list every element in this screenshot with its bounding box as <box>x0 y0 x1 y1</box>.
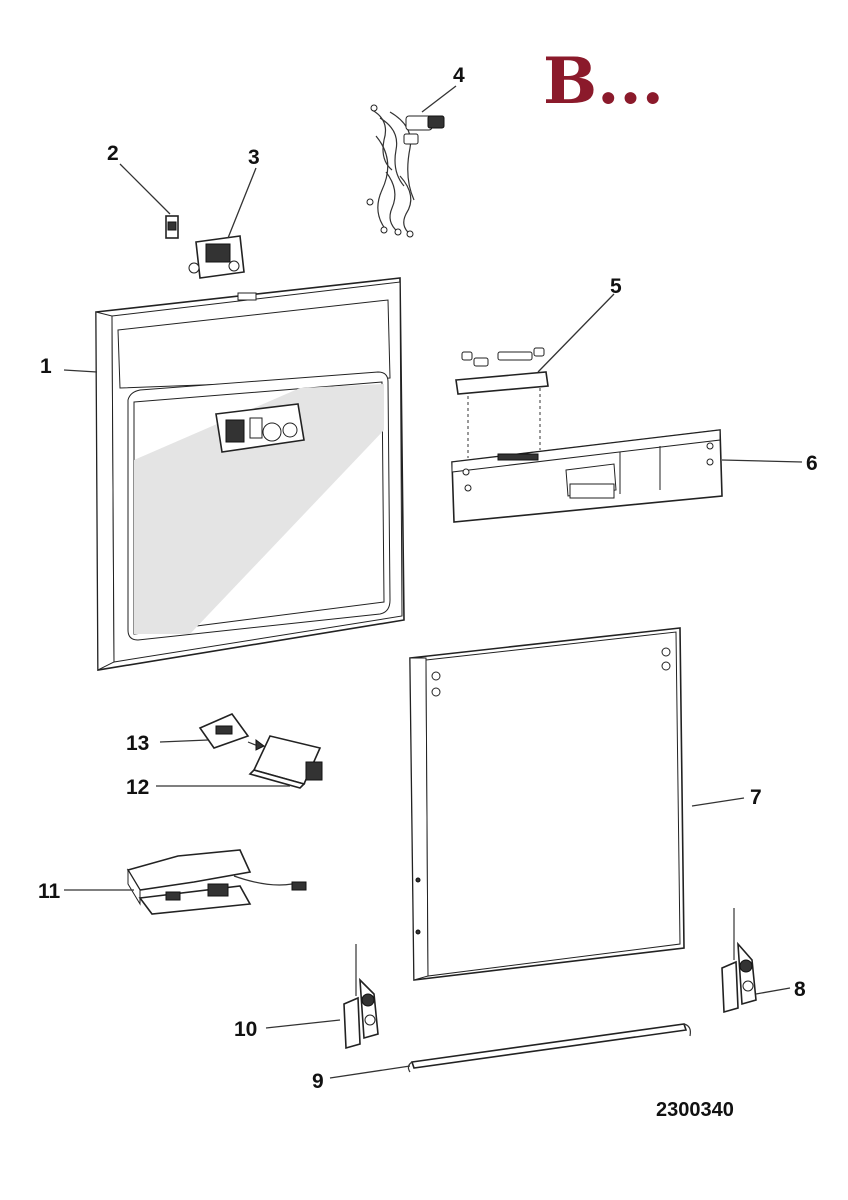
callout-2: 2 <box>107 142 119 165</box>
callout-13: 13 <box>126 732 149 755</box>
part-8-right-hinge <box>721 908 757 1014</box>
part-4-wiring-harness <box>366 104 445 238</box>
callout-9: 9 <box>312 1070 324 1093</box>
detergent-dispenser <box>215 403 305 453</box>
part-11-electronic-board <box>126 849 307 915</box>
callout-10: 10 <box>234 1018 257 1041</box>
callout-11: 11 <box>38 880 61 903</box>
section-letter: B... <box>543 44 664 119</box>
callout-4: 4 <box>453 64 465 87</box>
callout-12: 12 <box>126 776 149 799</box>
part-9-door-rod <box>407 1023 691 1073</box>
part-13-label-plate <box>198 713 265 751</box>
part-5-button-strip <box>455 347 549 458</box>
part-3-door-lock <box>188 235 245 279</box>
callout-8: 8 <box>794 978 806 1001</box>
callout-6: 6 <box>806 452 818 475</box>
part-7-outer-door <box>409 627 685 981</box>
callout-3: 3 <box>248 146 260 169</box>
part-12-module-box <box>248 735 323 789</box>
part-code: 2300340 <box>656 1099 734 1121</box>
part-6-control-panel <box>451 429 723 523</box>
part-10-left-hinge <box>343 944 379 1050</box>
callout-1: 1 <box>40 355 52 378</box>
callout-5: 5 <box>610 275 622 298</box>
callout-7: 7 <box>750 786 762 809</box>
part-2-latch <box>165 215 179 239</box>
part-1-inner-door <box>95 277 405 671</box>
